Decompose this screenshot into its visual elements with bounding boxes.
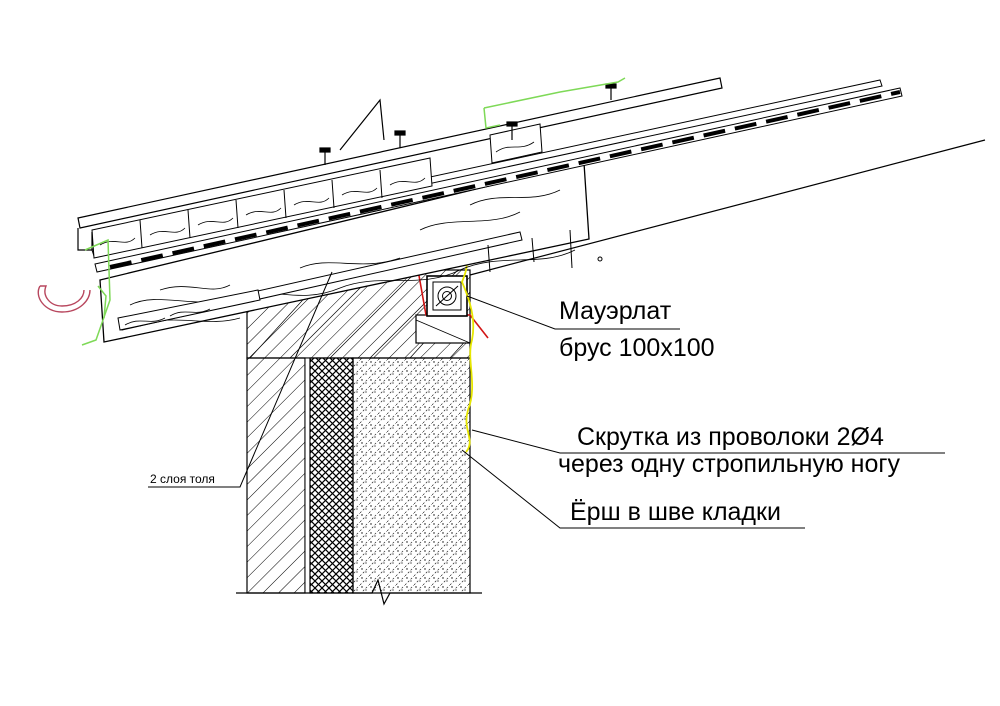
roof-slope-line — [469, 139, 986, 276]
wall-insulation — [309, 357, 354, 594]
eave-board — [117, 289, 261, 331]
leader-lines — [148, 271, 945, 529]
wall-air-gap — [304, 357, 311, 594]
counter-batten — [489, 123, 543, 164]
wall-inner-block — [352, 357, 471, 594]
wall-top-diagonals — [249, 269, 471, 359]
mauerlat-support — [415, 314, 471, 344]
membrane — [81, 77, 626, 346]
rafter-grain — [129, 189, 576, 327]
label-mauerlat: Мауэрлат — [559, 297, 672, 325]
label-beam-size: брус 100х100 — [559, 334, 715, 362]
roof-covering — [77, 77, 723, 229]
label-wire-twist-1: Скрутка из проволоки 2Ø4 — [577, 423, 884, 451]
label-roofing-felt: 2 слоя толя — [150, 472, 215, 486]
mauerlat-beam — [426, 275, 468, 317]
wall-break-line — [236, 578, 482, 606]
roof-covering-2 — [77, 228, 93, 251]
snow-guard — [339, 98, 385, 151]
screws — [319, 83, 617, 165]
gutter — [37, 285, 91, 313]
roof-section — [77, 77, 986, 343]
membrane-dashed-1 — [109, 90, 901, 269]
wall-outer-leaf — [246, 357, 306, 594]
support-pad — [415, 314, 471, 344]
label-wire-twist-2: через одну стропильную ногу — [558, 450, 900, 478]
label-ruff: Ёрш в шве кладки — [570, 498, 781, 526]
battens-row — [91, 157, 433, 259]
